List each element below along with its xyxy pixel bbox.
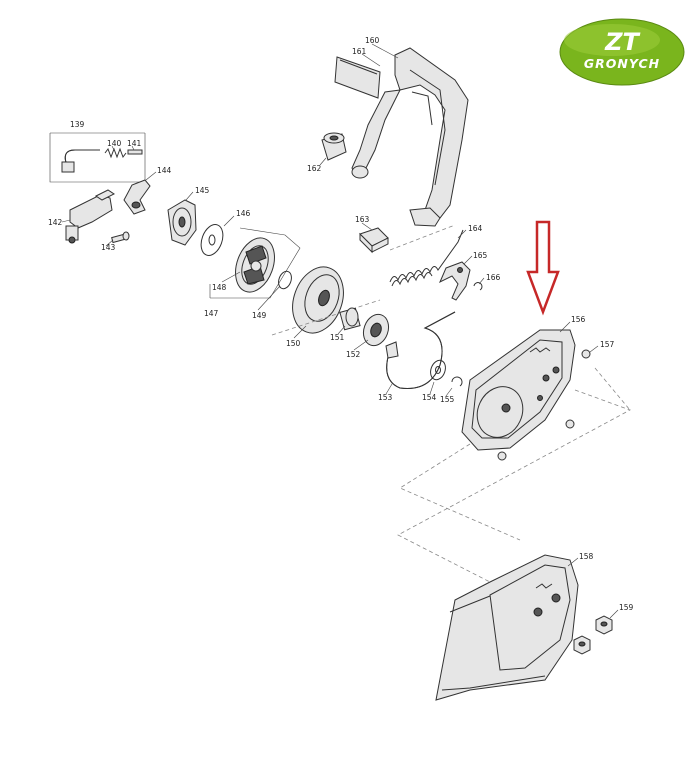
oil-hose-part [61,149,100,173]
label-165: 165 [473,251,488,260]
front-handle-part [334,47,469,227]
brand-logo: ZT GRONYCH [559,18,685,86]
cover-nut-b-part [573,635,591,655]
label-157: 157 [600,340,615,349]
logo-text-gronych: GRONYCH [584,56,660,71]
label-144: 144 [157,166,172,175]
label-158: 158 [579,552,594,561]
label-151: 151 [330,333,345,342]
highlight-arrow-icon [526,220,560,316]
clutch-ring-part [278,270,292,290]
oil-drive-part [167,199,197,246]
label-141: 141 [127,139,142,148]
label-140: 140 [107,139,122,148]
label-139: 139 [70,120,85,129]
oil-spring-part [104,147,127,159]
sprocket-cover-part [435,554,579,701]
label-142: 142 [48,218,63,227]
label-161: 161 [352,47,367,56]
label-149: 149 [252,311,267,320]
label-155: 155 [440,395,455,404]
brake-lever-part [439,261,471,301]
clutch-washer-part [200,224,224,256]
brake-spring-part [389,224,464,287]
clutch-part [235,237,275,293]
label-166: 166 [486,273,501,282]
label-156: 156 [571,315,586,324]
oil-pump-part [65,189,115,244]
label-160: 160 [365,36,380,45]
label-148: 148 [212,283,227,292]
worm-gear-part [123,179,151,215]
label-164: 164 [468,224,483,233]
label-143: 143 [101,243,116,252]
needle-bearing-part [339,307,361,331]
clutch-group [209,227,301,299]
pump-screw-part [111,231,130,244]
label-163: 163 [355,215,370,224]
cover-screw-c-part [497,451,507,461]
cover-screw-a-part [581,349,591,359]
label-162: 162 [307,164,322,173]
oil-pin-part [127,149,143,155]
clutch-drum-part [271,266,381,336]
label-146: 146 [236,209,251,218]
logo-text-zt: ZT [604,28,640,56]
label-153: 153 [378,393,393,402]
sprocket-rim-part [362,313,390,347]
cover-screw-b-part [565,419,575,429]
cover-washer-part [430,359,446,381]
label-147: 147 [204,309,219,318]
label-145: 145 [195,186,210,195]
buffer-block-part [359,227,389,254]
label-150: 150 [286,339,301,348]
cover-nut-a-part [595,615,613,635]
e-clip-part [451,376,463,387]
inner-cover-plate-part [461,329,576,451]
brake-band-part [385,311,456,390]
label-154: 154 [422,393,437,402]
rubber-mount-part [321,132,347,161]
oil-line-group [49,132,146,183]
label-159: 159 [619,603,634,612]
label-152: 152 [346,350,361,359]
alignment-lines [397,367,631,583]
retaining-clip-part [473,282,483,291]
